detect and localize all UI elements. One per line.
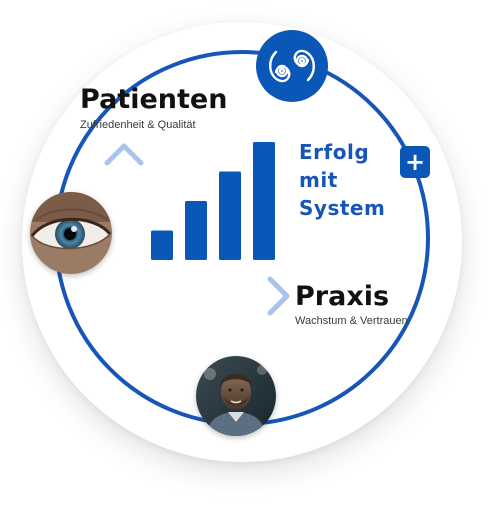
- praxis-title: Praxis: [295, 281, 390, 312]
- chart-bar-2: [185, 201, 207, 260]
- patienten-subtitle: Zufriedenheit & Qualität: [80, 119, 196, 131]
- quote-icon: [269, 49, 315, 83]
- axis-arrows: [104, 143, 290, 316]
- chart-bar-3: [219, 171, 241, 260]
- slogan-line-3: System: [299, 196, 386, 220]
- slogan-line-1: Erfolg: [299, 140, 370, 164]
- man-photo: [196, 356, 276, 436]
- y-arrow-head: [104, 143, 144, 166]
- patienten-title: Patienten: [80, 84, 228, 115]
- chart-bar-1: [151, 230, 173, 260]
- quote-badge: [256, 30, 328, 102]
- slogan-line-2: mit: [299, 168, 338, 192]
- x-arrow-head: [267, 276, 290, 316]
- chart-bar-4: [253, 142, 275, 260]
- eye-photo: [30, 192, 112, 274]
- success-slogan: Erfolg mit System: [299, 138, 385, 222]
- bar-group: [151, 142, 275, 260]
- plus-icon: +: [400, 146, 430, 178]
- praxis-subtitle: Wachstum & Vertrauen: [295, 315, 408, 327]
